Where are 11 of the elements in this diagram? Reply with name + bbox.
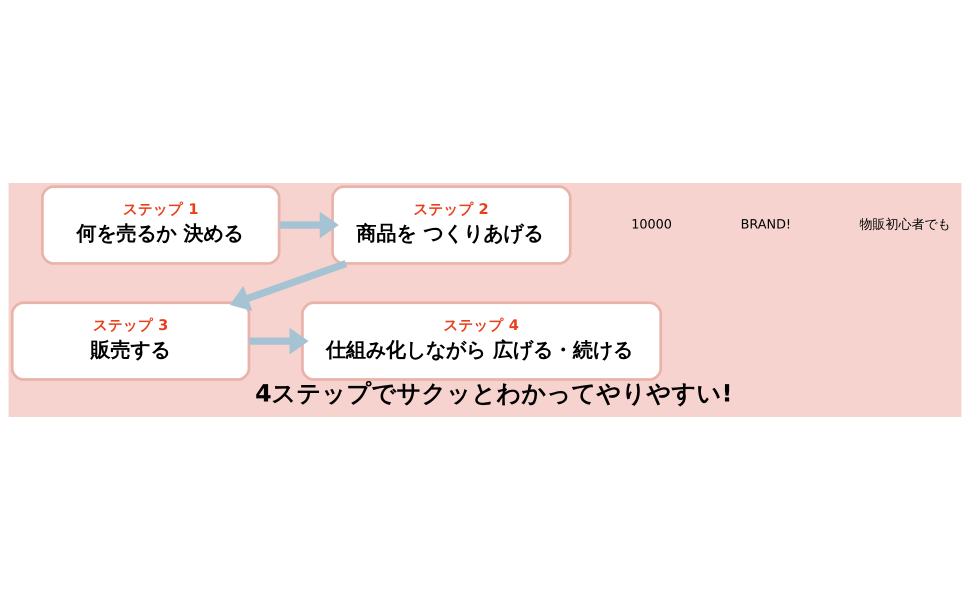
diagram-title: 4ステップでサクッとわかってやりやすい! (255, 379, 732, 408)
label: 物販初心者でも (859, 217, 950, 232)
node-box: ステップ 4 仕組み化しながら 広げる・続ける (301, 301, 662, 381)
label: BRAND! (740, 217, 792, 232)
node-box: ステップ 1 何を売るか 決める (41, 185, 280, 265)
node-box: ステップ 2 商品を つくりあげる (331, 185, 572, 265)
arrow (279, 212, 339, 238)
arrow (230, 260, 348, 312)
arrow (249, 328, 309, 355)
label: 10000 (631, 217, 672, 232)
node-box: ステップ 3 販売する (10, 301, 250, 381)
